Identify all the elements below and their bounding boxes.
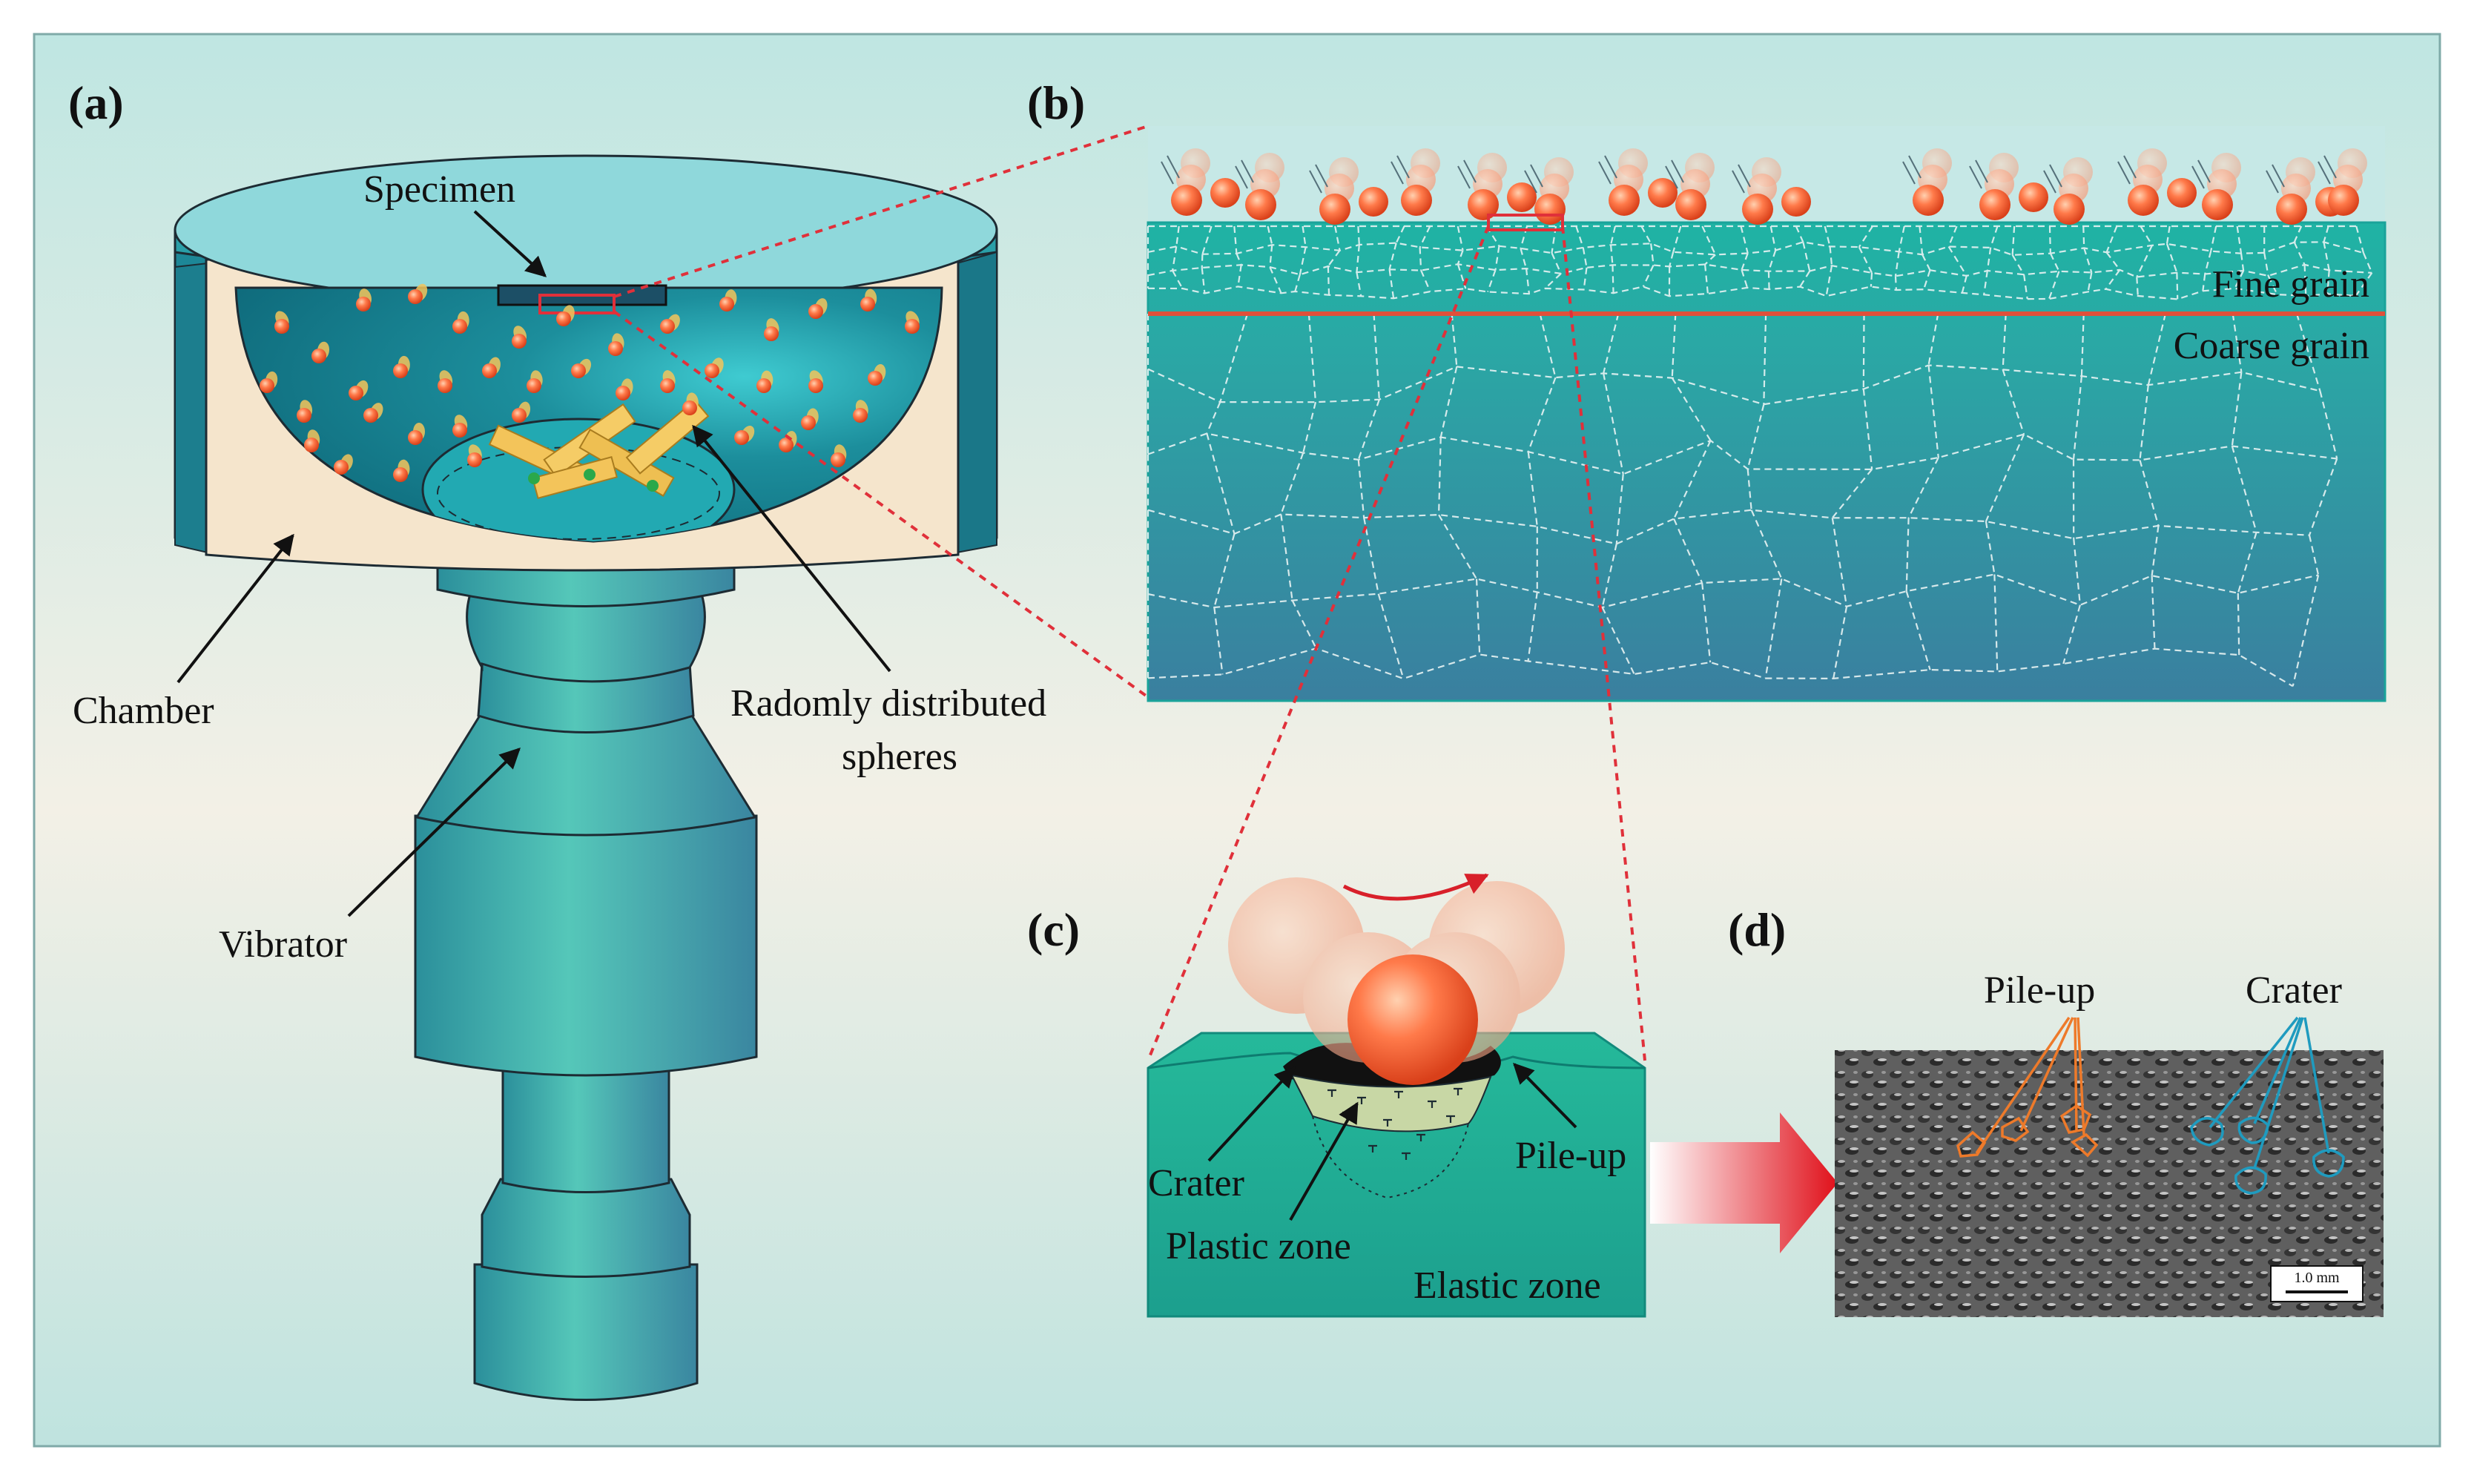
- panel-label-d: (d): [1728, 903, 1786, 956]
- spheres-label-line2: spheres: [842, 736, 957, 778]
- specimen-label: Specimen: [363, 168, 515, 211]
- impact-sphere: [1347, 954, 1478, 1085]
- elastic-zone-label: Elastic zone: [1414, 1264, 1601, 1307]
- pileup-label-d: Pile-up: [1984, 969, 2095, 1012]
- material-block: [1148, 222, 2385, 701]
- pileup-label-c: Pile-up: [1515, 1135, 1626, 1177]
- vibrator-label: Vibrator: [219, 923, 347, 966]
- scale-bar: 1.0 mm: [2271, 1266, 2363, 1302]
- spheres-label-line1: Radomly distributed: [730, 682, 1046, 725]
- panel-b: (b) Fine grain Coarse grain: [1027, 76, 2385, 701]
- crater-label-c: Crater: [1148, 1162, 1244, 1204]
- fine-grain-label: Fine grain: [2212, 263, 2369, 306]
- coarse-grain-label: Coarse grain: [2174, 325, 2369, 367]
- chamber-label: Chamber: [73, 690, 214, 732]
- crater-label-d: Crater: [2246, 969, 2342, 1012]
- plastic-zone-label: Plastic zone: [1166, 1225, 1351, 1267]
- scale-bar-label: 1.0 mm: [2294, 1270, 2340, 1286]
- panel-label-b: (b): [1027, 76, 1085, 129]
- panel-label-a: (a): [68, 76, 124, 129]
- panel-label-c: (c): [1027, 903, 1080, 956]
